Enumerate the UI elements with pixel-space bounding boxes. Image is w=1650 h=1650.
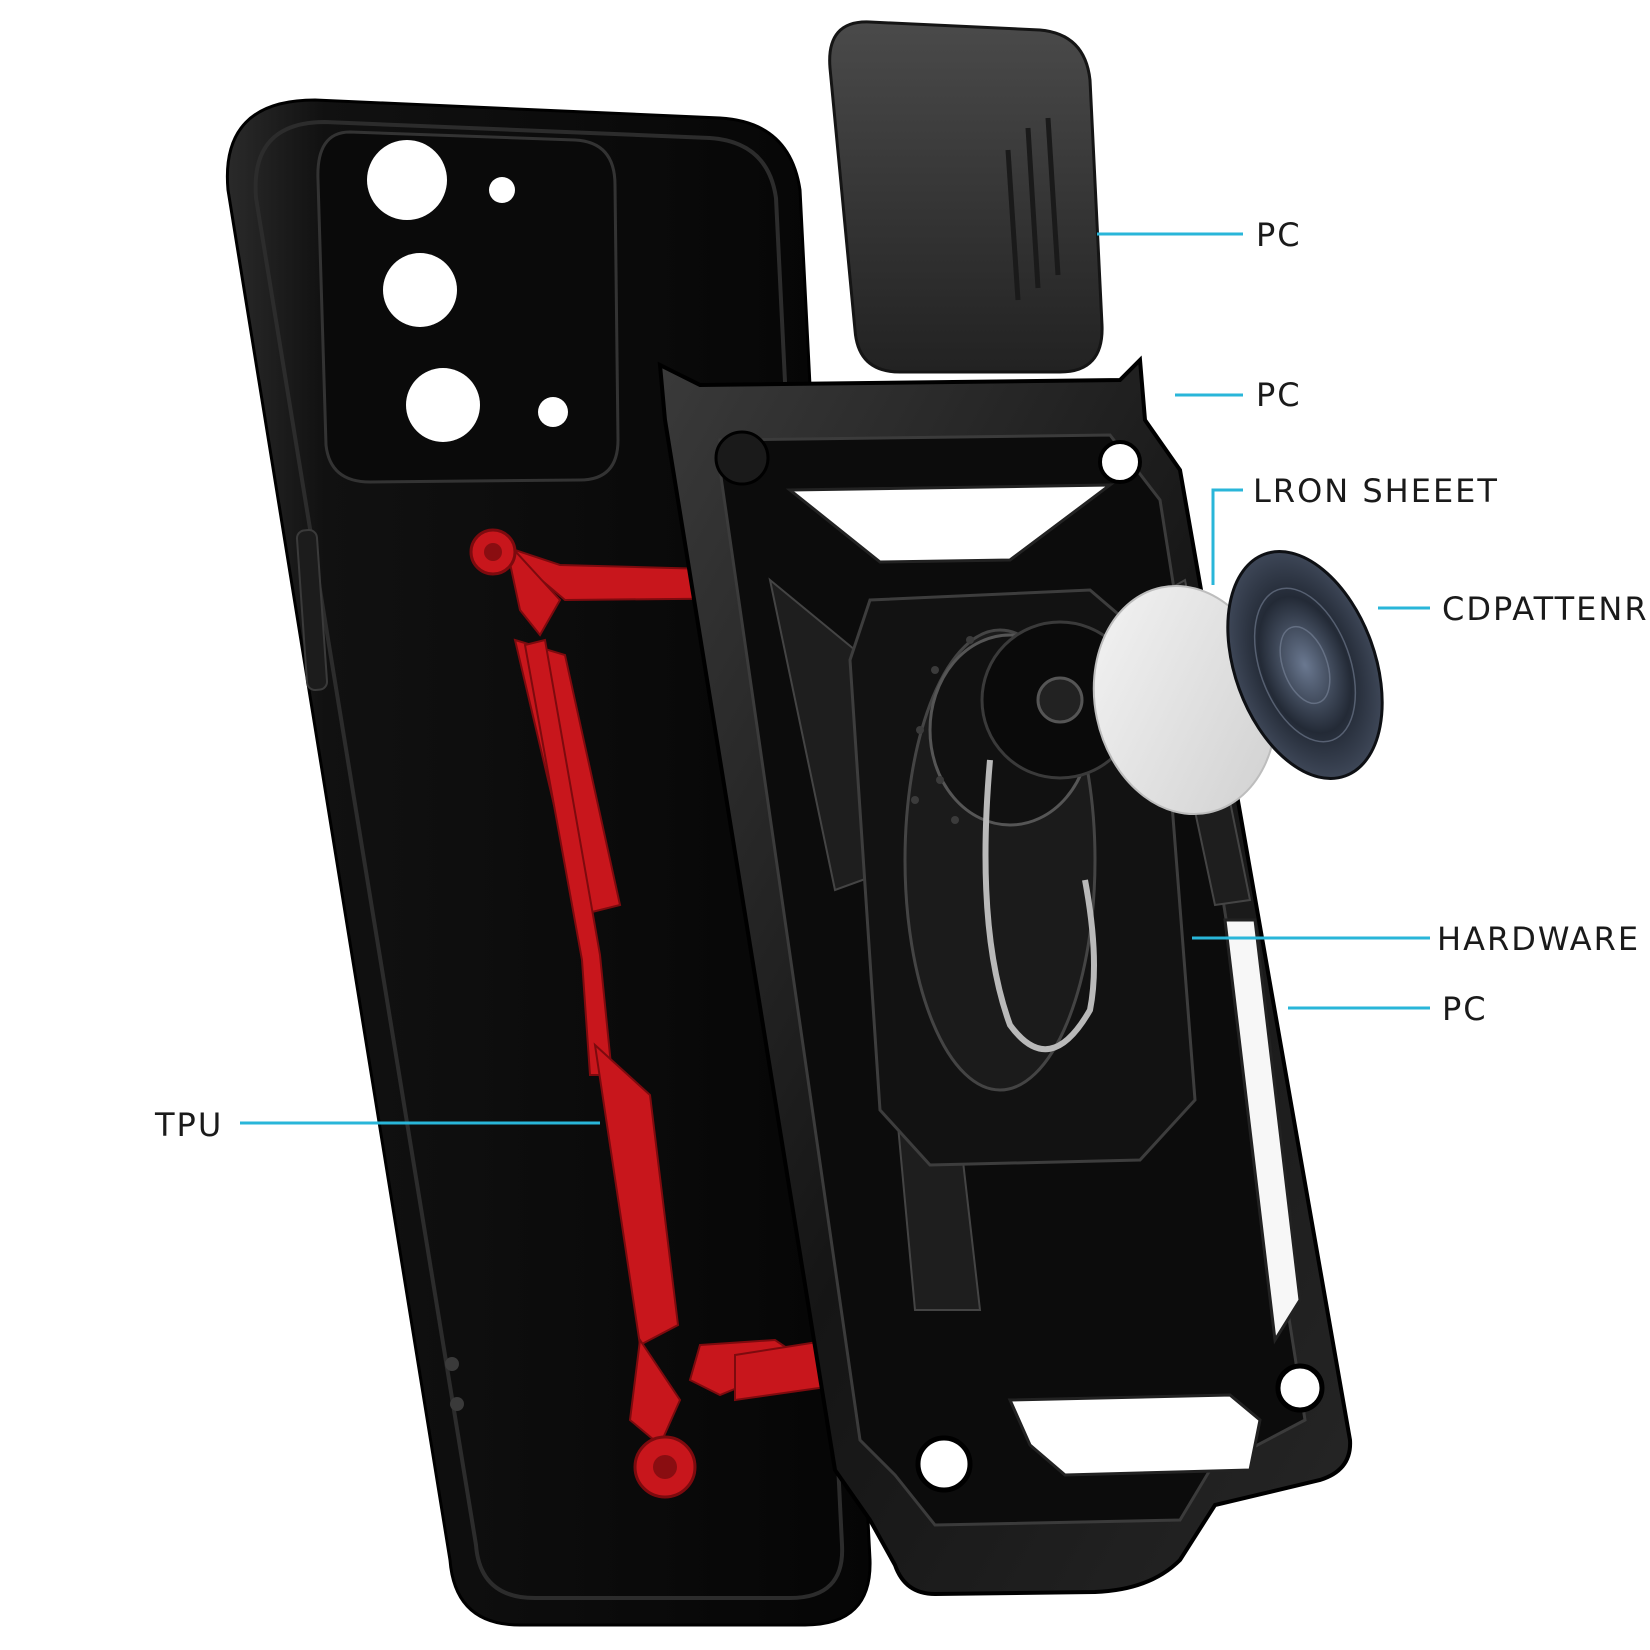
slider-grip-lines	[1005, 117, 1061, 301]
ring-holder-hardware	[903, 620, 1140, 1092]
camera-slider-cover	[828, 20, 1104, 374]
label-hardware: HARDWARE	[1437, 920, 1640, 958]
frame-hole-br	[1275, 1363, 1325, 1413]
sensor-hole	[538, 397, 568, 427]
port-hole-2	[450, 1397, 464, 1411]
label-camera-slider: PC	[1256, 216, 1302, 254]
camera-hole-2	[383, 253, 457, 327]
label-frame-top: PC	[1256, 376, 1302, 414]
frame-hole-tl	[714, 430, 770, 486]
volume-button	[295, 529, 329, 691]
frame-top-window	[785, 483, 1115, 564]
tpu-red-frame	[499, 536, 842, 1447]
label-cd-pattern: CDPATTENR	[1442, 590, 1649, 628]
frame-right-window	[1223, 918, 1302, 1345]
case-inner-rim	[253, 119, 845, 1600]
label-tpu: TPU	[154, 1106, 223, 1144]
label-frame-side: PC	[1442, 990, 1488, 1028]
label-iron-sheet: LRON SHEEET	[1253, 472, 1499, 510]
camera-hole-1	[367, 140, 447, 220]
frame-hole-tr	[1098, 440, 1142, 484]
cd-pattern-disc	[1226, 550, 1384, 780]
port-hole-1	[445, 1357, 459, 1371]
frame-bottom-window	[1007, 1393, 1262, 1477]
flash-hole	[489, 177, 515, 203]
camera-hole-3	[406, 368, 480, 442]
leader-iron-sheet	[1211, 488, 1243, 585]
callout-lines	[240, 232, 1430, 1125]
frame-hole-bl	[915, 1435, 973, 1493]
callout-labels: PC PC LRON SHEEET CDPATTENR HARDWARE PC …	[154, 216, 1649, 1144]
camera-bump	[316, 130, 620, 484]
